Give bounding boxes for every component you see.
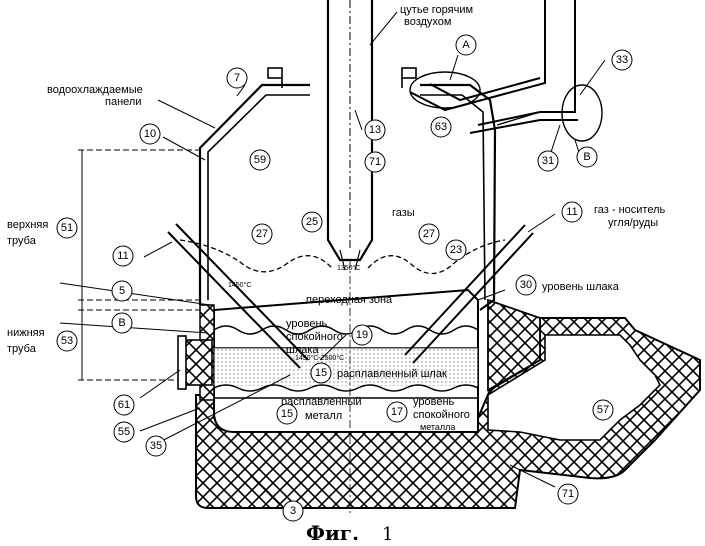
- callout-71-top: 71: [365, 152, 385, 172]
- svg-text:55: 55: [118, 426, 130, 438]
- callout-7: 7: [227, 68, 247, 88]
- slag-layer: [214, 348, 478, 386]
- label-quiet-slag-1: уровень: [286, 318, 328, 330]
- label-upper-tube-2: труба: [7, 235, 37, 247]
- svg-text:3: 3: [290, 505, 296, 517]
- callout-59: 59: [250, 150, 270, 170]
- svg-text:B: B: [583, 151, 590, 163]
- svg-text:53: 53: [61, 335, 73, 347]
- svg-text:17: 17: [391, 406, 403, 418]
- label-temp-3: 1450°C-2500°C: [295, 354, 344, 362]
- callout-3: 3: [283, 501, 303, 521]
- label-molten-slag: расплавленный шлак: [337, 368, 447, 380]
- svg-text:10: 10: [144, 128, 156, 140]
- callout-31: 31: [538, 151, 558, 171]
- callout-15-slag: 15: [311, 363, 331, 383]
- label-carrier-gas-1: газ - носитель: [594, 204, 666, 216]
- callout-30: 30: [516, 275, 536, 295]
- callout-63: 63: [431, 117, 451, 137]
- svg-text:7: 7: [234, 72, 240, 84]
- svg-text:15: 15: [281, 408, 293, 420]
- callout-5: 5: [112, 281, 132, 301]
- callout-57: 57: [593, 400, 613, 420]
- svg-text:71: 71: [562, 488, 574, 500]
- label-temp-2: 1350°C: [337, 264, 360, 272]
- callout-51: 51: [57, 218, 77, 238]
- svg-text:71: 71: [369, 156, 381, 168]
- callout-27-right: 27: [419, 224, 439, 244]
- lower-tube-flange: [178, 336, 186, 389]
- water-cooled-panel-right: [420, 95, 485, 300]
- callout-10: 10: [140, 124, 160, 144]
- callout-25: 25: [302, 212, 322, 232]
- label-transition-zone: переходная зона: [306, 294, 393, 306]
- label-hot-air-1: цутье горячим: [400, 4, 473, 16]
- label-upper-tube-1: верхняя: [7, 219, 48, 231]
- figure-caption-prefix: Фиг.: [306, 521, 359, 545]
- svg-text:B: B: [118, 317, 125, 329]
- callout-15-metal: 15: [277, 404, 297, 424]
- label-gases: газы: [392, 207, 415, 219]
- callout-B-left: B: [112, 313, 132, 333]
- label-panels-1: водоохлаждаемые: [47, 84, 143, 96]
- svg-text:35: 35: [150, 440, 162, 452]
- label-panels-2: панели: [105, 96, 141, 108]
- label-lower-tube-1: нижняя: [7, 327, 45, 339]
- roof-flange-right: [402, 68, 416, 78]
- svg-text:27: 27: [256, 228, 268, 240]
- callout-27-left: 27: [252, 224, 272, 244]
- callout-13: 13: [365, 120, 385, 140]
- label-temp-1: 1450°C: [228, 281, 251, 289]
- svg-text:51: 51: [61, 222, 73, 234]
- label-slag-level: уровень шлака: [542, 281, 620, 293]
- callout-19: 19: [352, 325, 372, 345]
- svg-text:30: 30: [520, 279, 532, 291]
- callout-A: A: [456, 35, 476, 55]
- label-carrier-gas-2: угля/руды: [608, 217, 658, 229]
- callout-17: 17: [387, 402, 407, 422]
- label-quiet-metal-3: металла: [420, 422, 455, 432]
- svg-text:13: 13: [369, 124, 381, 136]
- callout-35: 35: [146, 436, 166, 456]
- callout-11-left: 11: [113, 246, 133, 266]
- svg-text:61: 61: [118, 399, 130, 411]
- label-quiet-metal-1: уровень: [413, 396, 455, 408]
- svg-text:5: 5: [119, 285, 125, 297]
- svg-text:23: 23: [450, 244, 462, 256]
- label-hot-air-2: воздухом: [404, 16, 452, 28]
- detail-A-ellipse: [410, 72, 480, 108]
- svg-text:19: 19: [356, 329, 368, 341]
- label-quiet-slag-2: спокойного: [286, 331, 343, 343]
- svg-text:59: 59: [254, 154, 266, 166]
- svg-text:A: A: [462, 39, 470, 51]
- figure-caption-number: 1: [382, 524, 393, 545]
- callout-33: 33: [612, 50, 632, 70]
- callout-71-bottom: 71: [558, 484, 578, 504]
- roof-flange-left: [268, 68, 282, 78]
- label-quiet-metal-2: спокойного: [413, 409, 470, 421]
- svg-text:31: 31: [542, 155, 554, 167]
- svg-text:25: 25: [306, 216, 318, 228]
- svg-text:57: 57: [597, 404, 609, 416]
- svg-text:15: 15: [315, 367, 327, 379]
- svg-text:27: 27: [423, 228, 435, 240]
- label-lower-tube-2: труба: [7, 343, 37, 355]
- svg-text:11: 11: [117, 250, 128, 262]
- svg-text:33: 33: [616, 54, 628, 66]
- svg-text:11: 11: [566, 206, 577, 218]
- callout-61: 61: [114, 395, 134, 415]
- callout-11-right: 11: [562, 202, 582, 222]
- label-molten-metal-2: металл: [305, 410, 342, 422]
- callout-53: 53: [57, 331, 77, 351]
- callout-23: 23: [446, 240, 466, 260]
- svg-text:63: 63: [435, 121, 447, 133]
- callout-B-right: B: [577, 147, 597, 167]
- callout-55: 55: [114, 422, 134, 442]
